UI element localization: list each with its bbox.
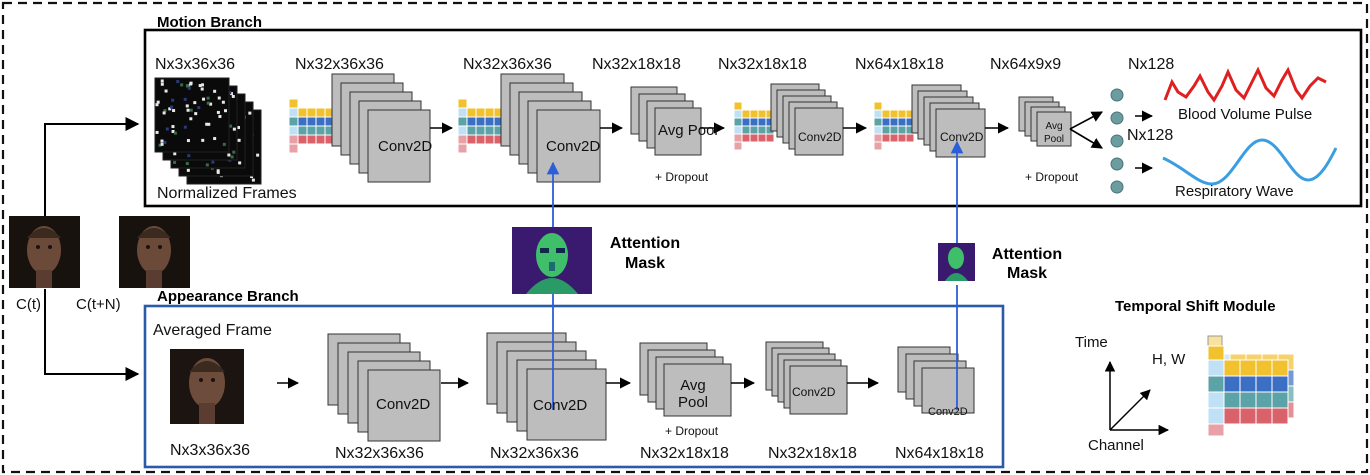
averaged-frame-label: Averaged Frame <box>153 322 272 339</box>
tsm-time-label: Time <box>1075 334 1108 351</box>
attention-mask-label-2-line1: Attention <box>991 246 1063 263</box>
attention-mask-label-1-line1: Attention <box>609 235 681 252</box>
motion-pool-stack-2 <box>1018 96 1072 147</box>
appearance-conv-label-1: Conv2D <box>376 396 431 413</box>
fc-nodes <box>1110 88 1124 194</box>
appearance-dim-5: Nx32x18x18 <box>768 445 857 462</box>
motion-pool-stack-1 <box>630 86 702 156</box>
appearance-conv-label-3: Conv2D <box>792 385 836 399</box>
tsm-colored-blocks <box>1207 335 1295 437</box>
appearance-conv-stack-4 <box>897 346 975 414</box>
appearance-dim-1: Nx3x36x36 <box>170 442 251 459</box>
motion-dim-1: Nx3x36x36 <box>155 56 236 73</box>
motion-conv-label-4: Conv2D <box>940 130 984 144</box>
motion-dim-3: Nx32x36x36 <box>463 56 552 73</box>
averaged-frame-image <box>170 349 244 424</box>
motion-conv-label-3: Conv2D <box>798 130 842 144</box>
normalized-frames-stack <box>154 77 262 185</box>
fc-dim-2: Nx128 <box>1127 127 1174 144</box>
appearance-dim-3: Nx32x36x36 <box>490 445 579 462</box>
appearance-conv-stack-3 <box>765 341 848 415</box>
appearance-pool-label: Avg Pool <box>677 377 709 411</box>
appearance-conv-stack-1 <box>327 333 441 442</box>
appearance-dropout-label: + Dropout <box>665 424 719 438</box>
input-face-ct <box>9 216 80 288</box>
motion-dropout-label-2: + Dropout <box>1025 170 1079 184</box>
motion-conv-stack-3 <box>770 83 844 156</box>
input-ct-label: C(t) <box>16 296 41 313</box>
motion-dim-4: Nx32x18x18 <box>592 56 681 73</box>
attention-lines <box>546 140 964 410</box>
input-face-ctn <box>119 216 190 288</box>
bvp-wave <box>1163 66 1327 103</box>
motion-conv-label-1: Conv2D <box>378 138 433 155</box>
motion-tsm-grid-4 <box>873 101 915 151</box>
tsm-axes <box>1104 360 1170 436</box>
appearance-conv-label-2: Conv2D <box>533 397 588 414</box>
motion-arrows <box>430 110 1154 174</box>
motion-conv-stack-1 <box>331 73 431 183</box>
input-ctn-label: C(t+N) <box>76 296 121 313</box>
motion-tsm-grid-2 <box>457 98 504 154</box>
attention-mask-label-2-line2: Mask <box>1006 265 1048 282</box>
motion-dim-7: Nx64x9x9 <box>990 56 1062 73</box>
tsm-hw-label: H, W <box>1152 351 1186 368</box>
normalized-frames-label: Normalized Frames <box>157 185 297 202</box>
motion-pool-label-1: Avg Pool <box>658 122 718 139</box>
motion-dropout-label-1: + Dropout <box>655 170 709 184</box>
motion-tsm-grid-1 <box>288 98 335 154</box>
appearance-pool-stack <box>639 342 732 417</box>
tsm-title: Temporal Shift Module <box>1115 298 1276 315</box>
fc-dim-1: Nx128 <box>1128 56 1175 73</box>
attention-mask-image-2 <box>938 243 975 281</box>
appearance-conv-stack-2 <box>486 332 607 441</box>
tsm-channel-label: Channel <box>1088 437 1144 454</box>
respiratory-output-label: Respiratory Wave <box>1175 183 1294 200</box>
motion-pool-label-2: Avg Pool <box>1043 121 1064 145</box>
motion-conv-stack-4 <box>911 84 986 158</box>
appearance-dim-6: Nx64x18x18 <box>895 445 984 462</box>
appearance-branch-title: Appearance Branch <box>157 288 299 305</box>
motion-branch-title: Motion Branch <box>157 14 262 31</box>
attention-mask-image-1 <box>512 227 592 294</box>
bvp-output-label: Blood Volume Pulse <box>1178 106 1313 123</box>
appearance-dim-4: Nx32x18x18 <box>640 445 729 462</box>
appearance-conv-label-4: Conv2D <box>928 406 968 418</box>
motion-branch-box <box>143 28 1363 208</box>
motion-tsm-grid-3 <box>733 101 775 151</box>
appearance-dim-2: Nx32x36x36 <box>335 445 424 462</box>
motion-conv-label-2: Conv2D <box>546 138 601 155</box>
motion-conv-stack-2 <box>500 73 601 183</box>
appearance-branch-box <box>143 304 1005 469</box>
input-wires <box>44 117 140 381</box>
layer-stacks <box>288 73 1072 442</box>
motion-dim-2: Nx32x36x36 <box>295 56 384 73</box>
respiratory-wave <box>1162 138 1338 186</box>
motion-dim-5: Nx32x18x18 <box>718 56 807 73</box>
motion-dim-6: Nx64x18x18 <box>855 56 944 73</box>
attention-mask-label-1-line2: Mask <box>624 255 666 272</box>
